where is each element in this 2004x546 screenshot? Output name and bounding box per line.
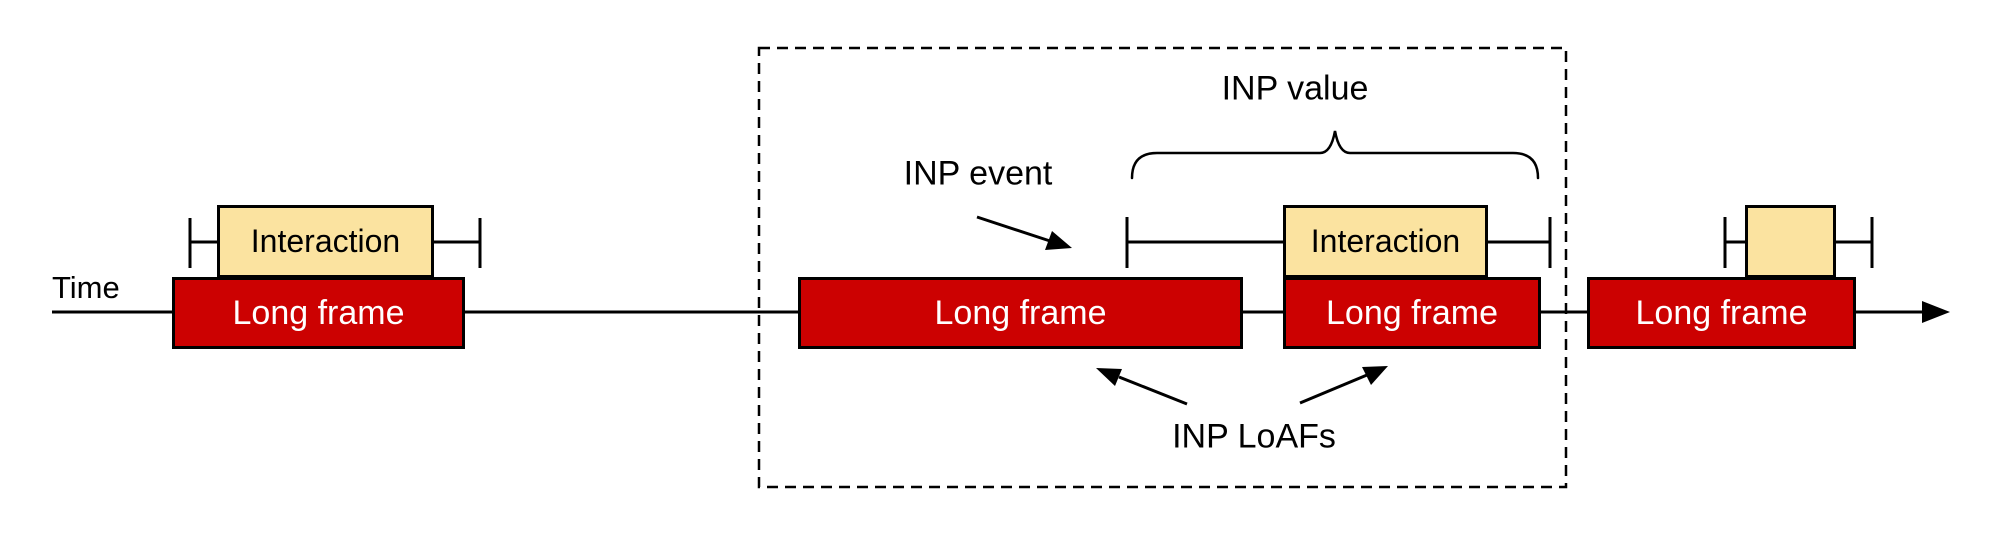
timeline-arrowhead-icon xyxy=(1922,301,1950,323)
time-axis-label: Time xyxy=(52,270,120,305)
long-frame-label: Long frame xyxy=(934,293,1107,332)
long-frame-box-2: Long frame xyxy=(798,277,1243,349)
inp-loafs-label: INP LoAFs xyxy=(1172,417,1336,456)
interaction-box-1: Interaction xyxy=(217,205,434,278)
interaction-1-duration-whisker xyxy=(188,218,482,268)
long-frame-label: Long frame xyxy=(232,293,405,332)
inp-loaf-arrow-right-line xyxy=(1299,373,1368,405)
inp-scope-dashed-box xyxy=(757,46,1568,489)
inp-interaction-duration-whisker xyxy=(1125,217,1552,268)
inp-loaf-arrow-left xyxy=(1096,368,1188,406)
inp-loaf-arrow-right xyxy=(1299,366,1388,405)
inp-event-label: INP event xyxy=(903,154,1053,193)
inp-loaf-arrow-left-line xyxy=(1118,375,1188,406)
long-frame-box-4: Long frame xyxy=(1587,277,1856,349)
inp-event-arrow xyxy=(976,215,1072,250)
inp-loaf-arrow-right-head-icon xyxy=(1362,366,1388,385)
inp-event-arrow-line xyxy=(976,215,1051,243)
interaction-label: Interaction xyxy=(1310,223,1461,259)
long-frame-box-3: Long frame xyxy=(1283,277,1541,349)
interaction-box-3 xyxy=(1745,205,1836,278)
long-frame-label: Long frame xyxy=(1635,293,1808,332)
long-frame-box-1: Long frame xyxy=(172,277,465,349)
inp-event-arrowhead-icon xyxy=(1045,231,1072,250)
interaction-3-duration-whisker xyxy=(1723,217,1874,268)
interaction-label: Interaction xyxy=(250,223,401,259)
long-frame-label: Long frame xyxy=(1326,293,1498,332)
inp-value-brace xyxy=(1130,130,1540,180)
inp-value-label: INP value xyxy=(1221,69,1369,108)
interaction-box-2: Interaction xyxy=(1283,205,1488,278)
inp-loaf-arrow-left-head-icon xyxy=(1096,368,1122,386)
